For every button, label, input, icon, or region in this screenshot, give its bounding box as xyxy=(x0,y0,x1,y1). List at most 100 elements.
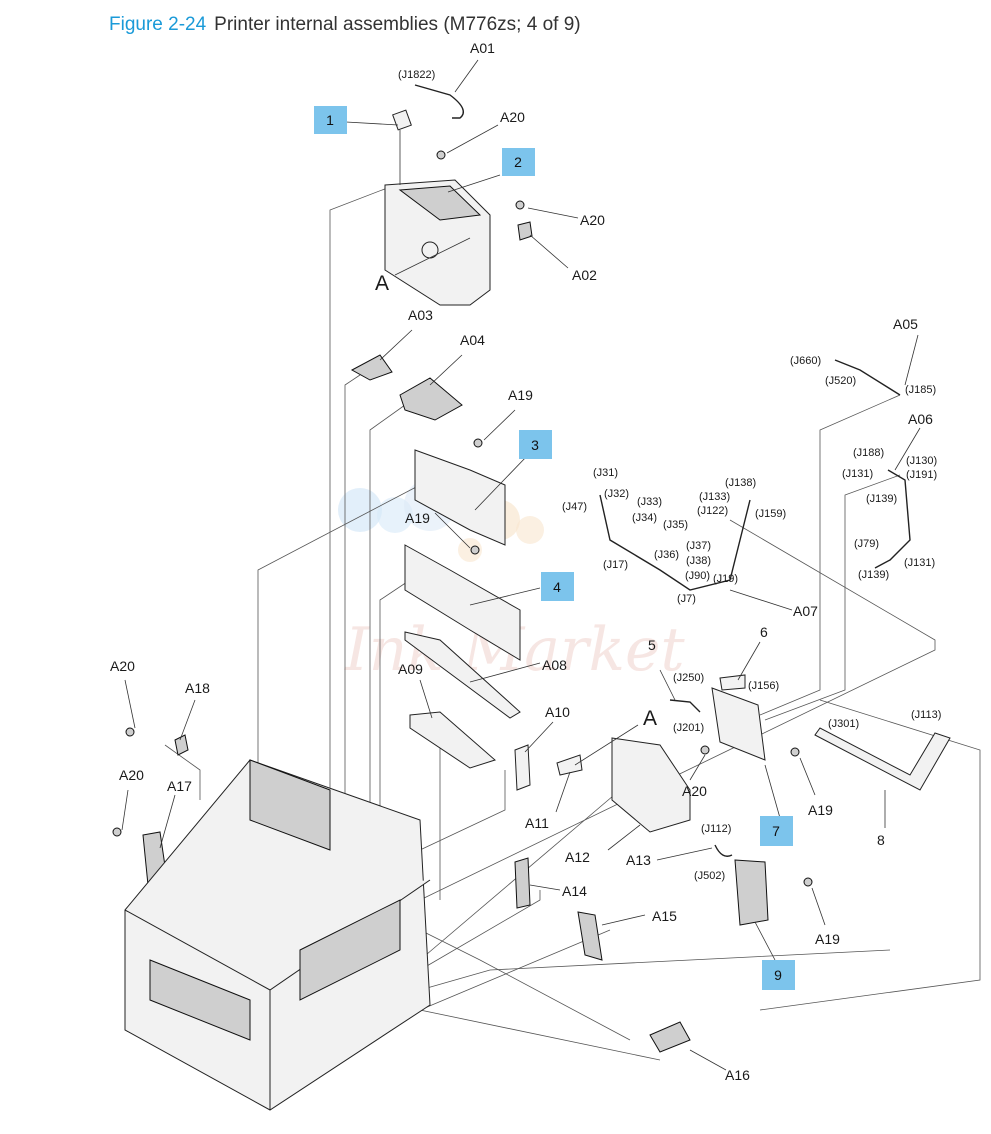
label-a13: A13 xyxy=(626,852,651,868)
part-labels: A01 A20 A20 A02 A A03 A04 A19 A19 A05 A0… xyxy=(110,40,933,1083)
leader-lines xyxy=(121,59,921,1071)
conn-j156: (J156) xyxy=(748,680,779,692)
label-a-top: A xyxy=(375,272,389,295)
conn-j38: (J38) xyxy=(686,555,711,567)
conn-j113: (J113) xyxy=(911,709,941,721)
label-a05: A05 xyxy=(893,316,918,332)
cable-5 xyxy=(669,699,701,713)
cable-a05 xyxy=(834,359,901,396)
callout-7: 7 xyxy=(760,816,793,846)
label-a07: A07 xyxy=(793,603,818,619)
pcb-3 xyxy=(414,449,506,546)
part-a04 xyxy=(399,377,463,421)
part-a12 xyxy=(611,737,691,833)
callout-3: 3 xyxy=(519,430,552,459)
callout-9: 9 xyxy=(762,960,795,990)
label-a17: A17 xyxy=(167,778,192,794)
label-a20-mid: A20 xyxy=(682,783,707,799)
cable-a07 xyxy=(599,494,751,591)
conn-j139a: (J139) xyxy=(866,493,897,505)
conn-j112: (J112) xyxy=(701,823,731,835)
conn-j191: (J191) xyxy=(906,469,937,481)
label-a08: A08 xyxy=(542,657,567,673)
callout-1: 1 xyxy=(314,106,347,134)
callout-2-text: 2 xyxy=(514,154,522,170)
part-a11 xyxy=(556,754,583,776)
printer-chassis xyxy=(124,759,431,1111)
part-a03 xyxy=(350,354,393,381)
part-6 xyxy=(719,674,746,691)
label-a20-left2: A20 xyxy=(119,767,144,783)
cable-8 xyxy=(814,727,951,791)
conn-j502: (J502) xyxy=(694,870,725,882)
callout-2: 2 xyxy=(502,148,535,176)
conn-j133: (J133) xyxy=(699,491,730,503)
conn-j36: (J36) xyxy=(654,549,679,561)
part-a18 xyxy=(174,734,189,756)
conn-j33: (J33) xyxy=(637,496,662,508)
part-a16 xyxy=(649,1021,691,1053)
label-a11: A11 xyxy=(525,815,549,831)
conn-j90: (J90) xyxy=(685,570,710,582)
conn-j520: (J520) xyxy=(825,375,856,387)
conn-j34: (J34) xyxy=(632,512,657,524)
conn-j47: (J47) xyxy=(562,501,587,513)
label-a19-3: A19 xyxy=(808,802,833,818)
label-a-mid: A xyxy=(643,707,657,730)
label-a01: A01 xyxy=(470,40,495,56)
label-a04: A04 xyxy=(460,332,485,348)
conn-j35: (J35) xyxy=(663,519,688,531)
callout-1-text: 1 xyxy=(326,112,334,128)
conn-j7: (J7) xyxy=(677,593,696,605)
label-a14: A14 xyxy=(562,883,587,899)
conn-j79: (J79) xyxy=(854,538,879,550)
conn-j130: (J130) xyxy=(906,455,937,467)
conn-j19: (J19) xyxy=(713,573,738,585)
figure-caption: Figure 2-24 Printer internal assemblies (… xyxy=(109,14,581,36)
part-9 xyxy=(734,859,769,926)
conn-j301: (J301) xyxy=(828,718,859,730)
callout-7-text: 7 xyxy=(772,823,780,839)
part-a13 xyxy=(714,844,733,857)
part-a14 xyxy=(514,857,531,909)
figure-title: Printer internal assemblies (M776zs; 4 o… xyxy=(214,14,581,35)
conn-j138: (J138) xyxy=(725,477,756,489)
label-8: 8 xyxy=(877,832,885,848)
conn-j32: (J32) xyxy=(604,488,629,500)
conn-j31: (J31) xyxy=(593,467,618,479)
conn-j131a: (J131) xyxy=(842,468,873,480)
conn-j660: (J660) xyxy=(790,355,821,367)
connector-labels: (J1822) (J660) (J520) (J185) (J188) (J13… xyxy=(398,69,941,882)
label-a19-1: A19 xyxy=(508,387,533,403)
callout-4: 4 xyxy=(541,572,574,601)
figure-number: Figure 2-24 xyxy=(109,14,207,35)
label-a10: A10 xyxy=(545,704,570,720)
conn-j37: (J37) xyxy=(686,540,711,552)
conn-j201: (J201) xyxy=(673,722,704,734)
label-5: 5 xyxy=(648,637,656,653)
conn-j185: (J185) xyxy=(905,384,936,396)
label-a12: A12 xyxy=(565,849,590,865)
part-a08 xyxy=(404,631,521,719)
screw-parts xyxy=(112,150,813,887)
conn-j1822: (J1822) xyxy=(398,69,435,81)
label-6: 6 xyxy=(760,624,768,640)
conn-j159: (J159) xyxy=(755,508,786,520)
part-a09 xyxy=(409,711,496,769)
label-a09: A09 xyxy=(398,661,423,677)
part-a15 xyxy=(577,911,603,961)
conn-j122: (J122) xyxy=(697,505,728,517)
label-a20-top1: A20 xyxy=(500,109,525,125)
cable-a06 xyxy=(874,469,911,569)
pcb-4 xyxy=(404,544,521,661)
callout-4-text: 4 xyxy=(553,579,561,595)
cable-a01 xyxy=(392,84,464,131)
pcb-7 xyxy=(711,687,766,761)
label-a15: A15 xyxy=(652,908,677,924)
label-a03: A03 xyxy=(408,307,433,323)
label-a16: A16 xyxy=(725,1067,750,1083)
label-a19-4: A19 xyxy=(815,931,840,947)
callout-9-text: 9 xyxy=(774,967,782,983)
conn-j250: (J250) xyxy=(673,672,704,684)
